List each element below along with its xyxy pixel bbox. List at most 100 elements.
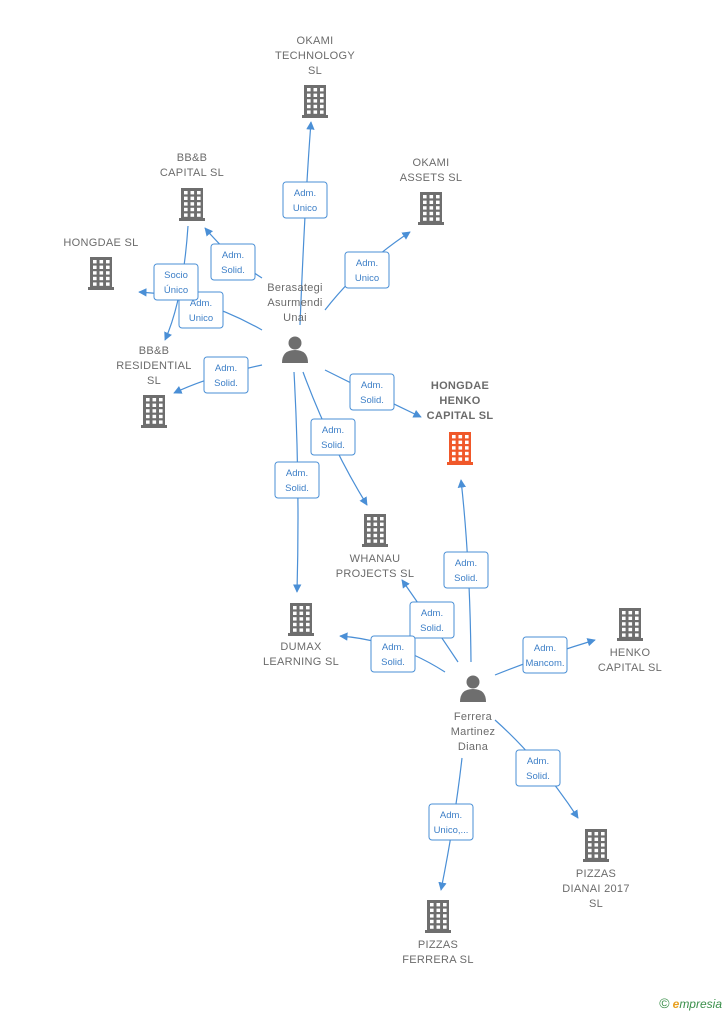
building-window	[622, 627, 626, 632]
edge-label-text: Solid.	[214, 378, 238, 389]
building-window	[190, 213, 195, 217]
building-window	[99, 276, 104, 281]
building-window	[373, 517, 378, 521]
building-window	[106, 271, 110, 275]
building-icon	[617, 608, 643, 641]
building-window	[628, 616, 633, 620]
building-window	[190, 196, 195, 200]
building-window	[152, 414, 157, 419]
building-window	[293, 622, 297, 627]
building-window	[99, 271, 104, 275]
node-label: TECHNOLOGY	[275, 50, 355, 62]
edge-label-text: Solid.	[420, 623, 444, 634]
edge-label-text: Solid.	[360, 395, 384, 406]
node-label: CAPITAL SL	[160, 167, 224, 179]
copyright-symbol: ©	[659, 995, 670, 1011]
building-window	[313, 93, 318, 97]
node-label: HENKO	[439, 395, 480, 407]
building-window	[93, 265, 97, 269]
building-window	[197, 207, 201, 212]
edge-label-ferrera-to-henko_capital: Adm.Mancom.	[522, 636, 568, 674]
building-window	[152, 403, 157, 407]
building-window	[197, 196, 201, 200]
person-body	[460, 689, 486, 702]
node-label: OKAMI	[413, 157, 450, 169]
building-window	[594, 848, 599, 853]
building-window	[594, 854, 599, 858]
building-window	[373, 533, 378, 538]
building-window	[588, 837, 592, 841]
building-window	[443, 925, 447, 929]
building-window	[293, 606, 297, 610]
brand-name: mpresia	[679, 997, 722, 1011]
building-window	[601, 843, 605, 847]
building-window	[320, 88, 324, 92]
building-window	[628, 611, 633, 615]
building-window	[106, 282, 110, 286]
building-window	[436, 200, 440, 204]
node-label: LEARNING SL	[263, 656, 339, 668]
edge-label-ferrera-to-pizzas_ferrera: Adm.Unico,...	[428, 803, 474, 841]
building-window	[436, 217, 440, 221]
edge-label-text: Unico,...	[434, 825, 469, 836]
building-window	[588, 854, 592, 858]
person-icon	[282, 336, 308, 363]
person-head	[288, 336, 302, 350]
node-hongdae: HONGDAE SL	[63, 237, 138, 290]
building-window	[635, 627, 639, 632]
building-window	[373, 522, 378, 526]
building-window	[313, 99, 318, 103]
building-window	[458, 446, 463, 450]
edge-label-berasategi-to-okami_tech: Adm.Unico	[282, 181, 328, 219]
building-window	[299, 617, 304, 621]
building-window	[458, 457, 463, 461]
building-window	[443, 919, 447, 924]
edge-label-box	[515, 749, 561, 787]
building-window	[430, 903, 434, 907]
building-base	[141, 425, 167, 428]
building-icon	[362, 514, 388, 547]
building-window	[106, 260, 110, 264]
node-label: DUMAX	[280, 641, 322, 653]
building-window	[306, 628, 310, 632]
node-label: PROJECTS SL	[336, 568, 415, 580]
building-window	[306, 617, 310, 621]
building-window	[190, 207, 195, 212]
edge-label-text: Adm.	[322, 425, 344, 436]
edge-label-text: Único	[164, 285, 188, 296]
edge-label-text: Unico	[355, 273, 379, 284]
building-window	[152, 409, 157, 413]
building-window	[628, 627, 633, 632]
building-window	[423, 211, 427, 216]
building-window	[465, 435, 469, 439]
building-window	[443, 914, 447, 918]
building-window	[99, 282, 104, 286]
building-window	[465, 457, 469, 461]
building-window	[184, 213, 188, 217]
building-window	[465, 446, 469, 450]
building-window	[106, 265, 110, 269]
node-label: OKAMI	[297, 35, 334, 47]
building-window	[93, 276, 97, 281]
edge-label-text: Adm.	[222, 250, 244, 261]
node-label: DIANAI 2017	[562, 883, 630, 895]
node-label: SL	[308, 65, 322, 77]
building-window	[159, 398, 163, 402]
building-window	[429, 195, 434, 199]
building-window	[430, 919, 434, 924]
building-window	[628, 633, 633, 637]
building-window	[367, 522, 371, 526]
edge-label-text: Adm.	[534, 643, 556, 654]
building-window	[159, 409, 163, 413]
building-window	[465, 451, 469, 456]
edge-label-text: Unico	[293, 203, 317, 214]
person-icon	[460, 675, 486, 702]
node-label: BB&B	[139, 345, 170, 357]
edge-label-box	[282, 181, 328, 219]
building-window	[423, 217, 427, 221]
building-base	[88, 287, 114, 290]
edge-label-box	[153, 263, 199, 301]
